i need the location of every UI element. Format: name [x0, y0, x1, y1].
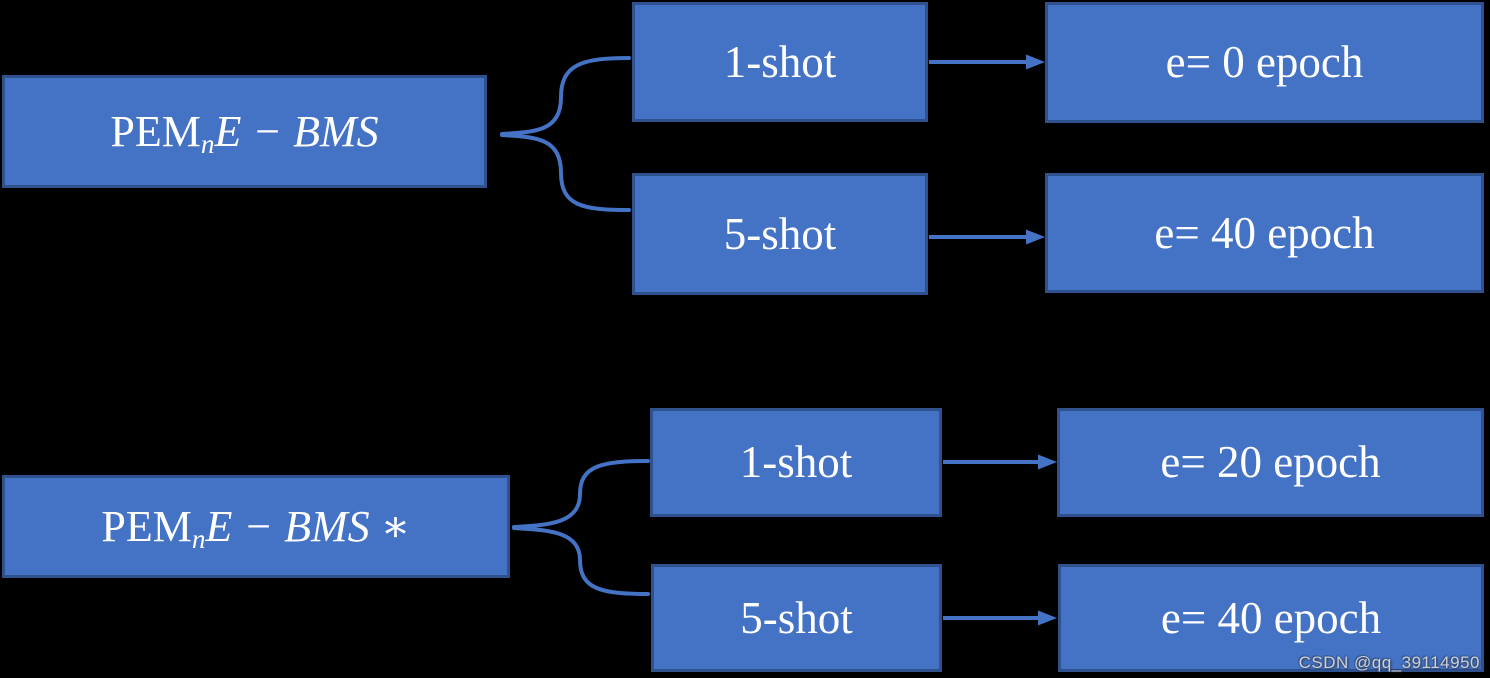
brace-bottom-lower-curve — [512, 526, 650, 596]
epoch-label-e40-top: e= 40 epoch — [1154, 207, 1375, 258]
shot-box-5shot-bottom: 5-shot — [651, 564, 942, 672]
epoch-label-e40-bottom: e= 40 epoch — [1160, 592, 1382, 643]
brace-top-lower-curve — [500, 133, 631, 212]
shot-label-5shot-top: 5-shot — [723, 208, 837, 259]
epoch-box-e0: e= 0 epoch — [1045, 2, 1484, 123]
shot-label-1shot-top: 1-shot — [723, 36, 837, 87]
epoch-box-e20: e= 20 epoch — [1057, 408, 1484, 517]
brace-top-upper-curve — [500, 56, 631, 136]
arrow-head-5shot-top — [1026, 229, 1045, 245]
epoch-box-e40-top: e= 40 epoch — [1045, 173, 1484, 293]
epoch-label-e0: e= 0 epoch — [1165, 37, 1364, 87]
shot-box-1shot-bottom: 1-shot — [650, 408, 942, 517]
model-label-top: PEMnE − BMS — [110, 106, 379, 159]
epoch-label-e20: e= 20 epoch — [1160, 437, 1381, 487]
model-box-pem-e-bms-star: PEMnE − BMS ∗ — [2, 475, 510, 578]
model-label-bottom: PEMnE − BMS ∗ — [101, 501, 411, 554]
arrow-head-1shot-bottom — [1038, 454, 1057, 470]
arrow-head-5shot-bottom — [1038, 610, 1057, 626]
epoch-box-e40-bottom: e= 40 epoch — [1058, 564, 1484, 672]
shot-box-1shot-top: 1-shot — [632, 2, 928, 122]
arrow-head-1shot-top — [1026, 54, 1045, 70]
shot-label-1shot-bottom: 1-shot — [739, 437, 853, 487]
brace-bottom-upper-curve — [512, 459, 650, 529]
model-box-pem-e-bms: PEMnE − BMS — [2, 75, 487, 188]
shot-box-5shot-top: 5-shot — [632, 173, 928, 295]
watermark: CSDN @qq_39114950 — [1298, 653, 1480, 672]
shot-label-5shot-bottom: 5-shot — [740, 592, 853, 643]
